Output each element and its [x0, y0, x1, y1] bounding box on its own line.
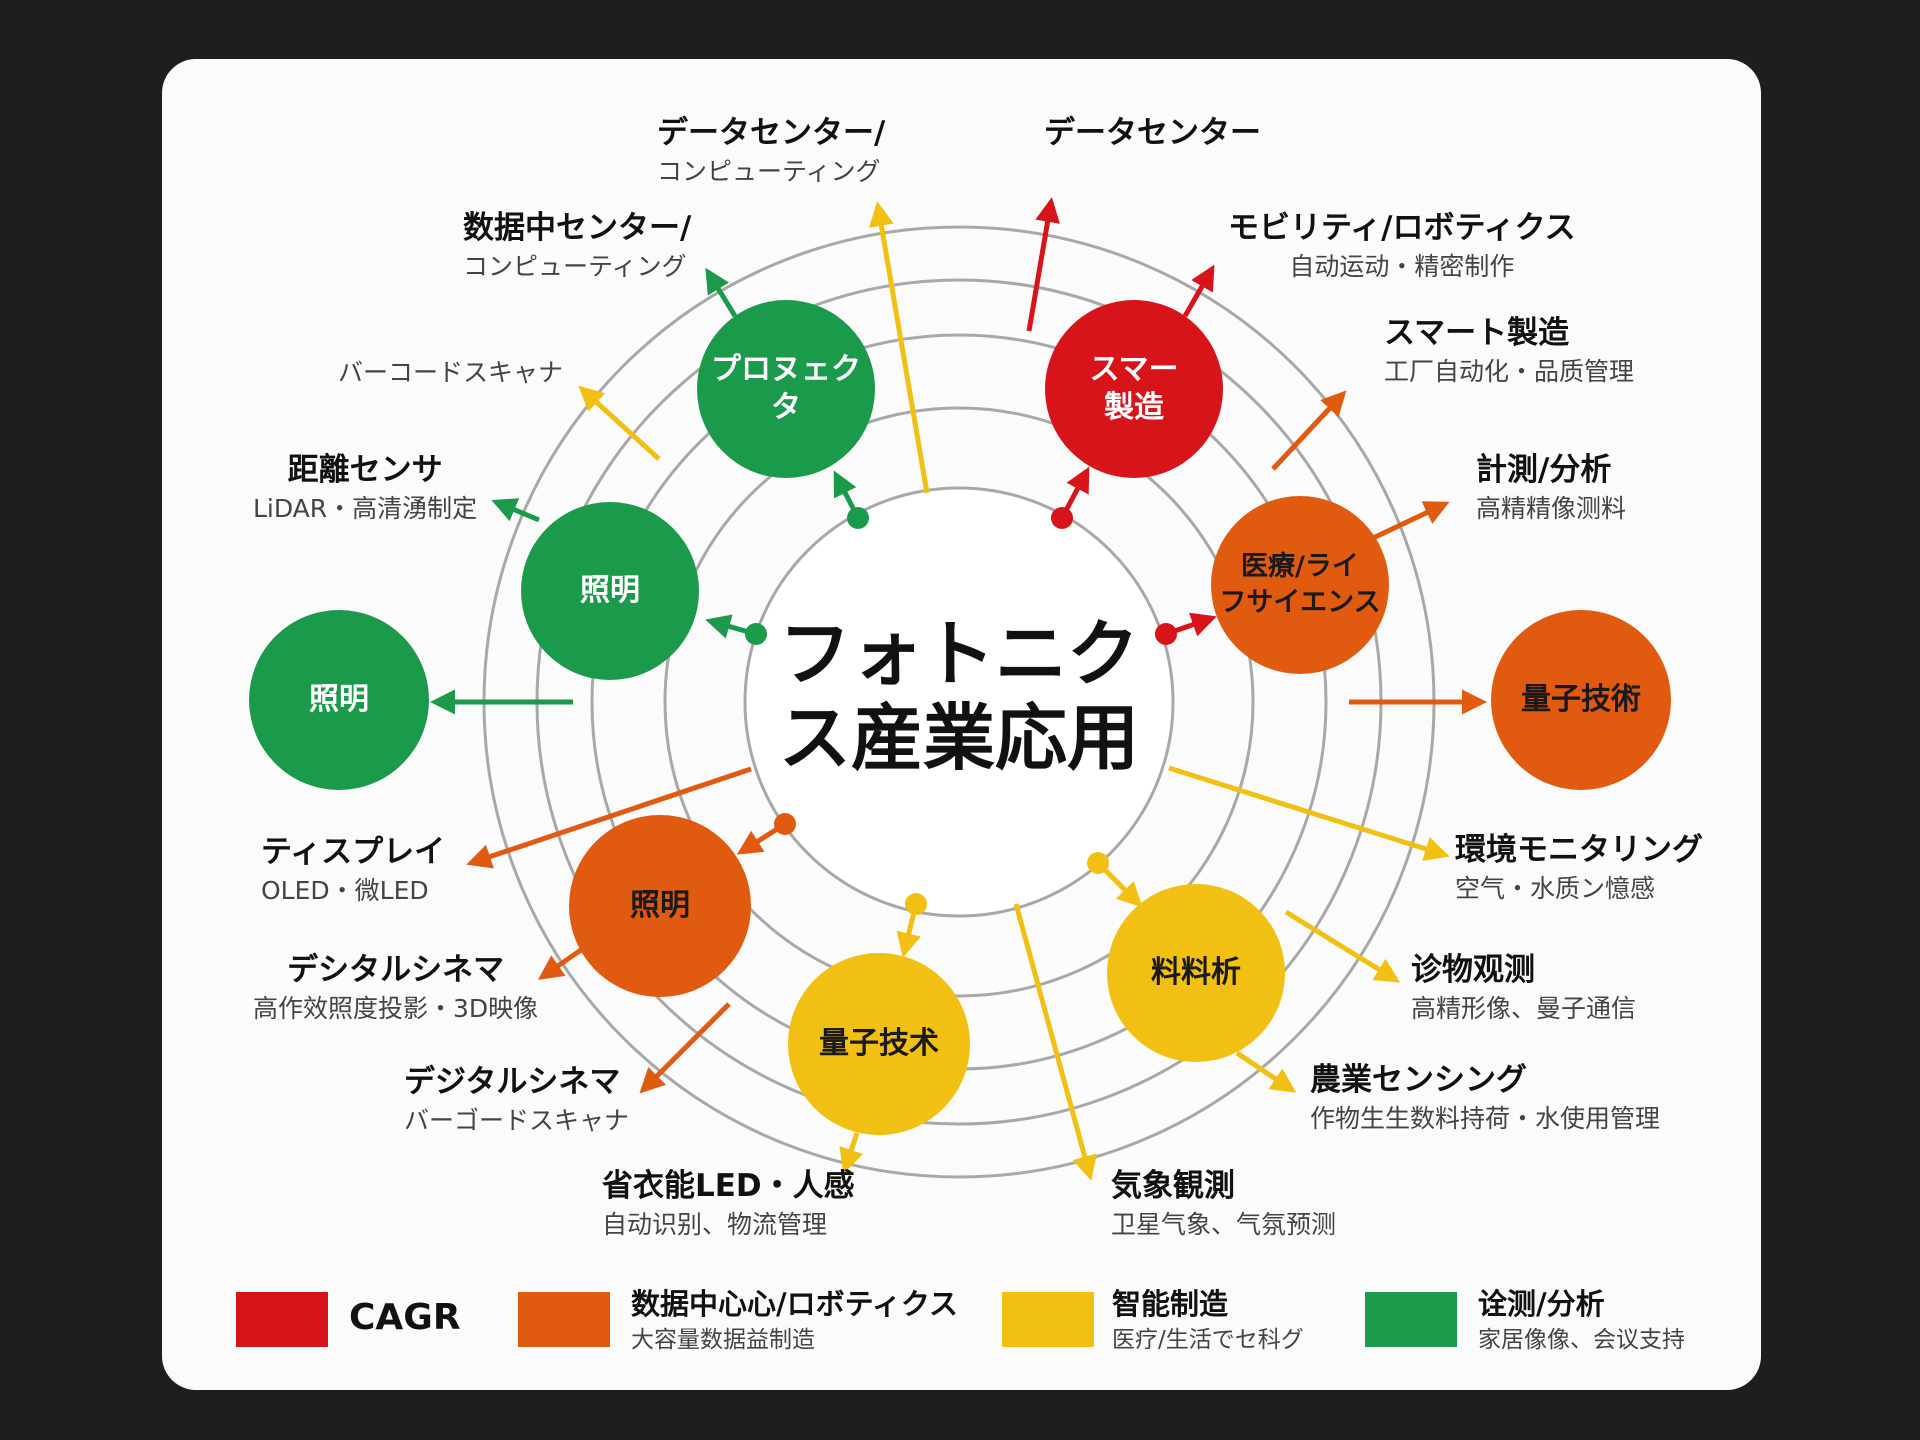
label-sub: 高精形像、曼子通信	[1411, 994, 1637, 1023]
label-title: 気象観測	[1111, 1168, 1235, 1204]
label-title: モビリティ/ロボティクス	[1228, 210, 1576, 246]
label-measurement-analysis: 計測/分析高精精像测料	[1476, 449, 1626, 527]
label-sub: 自动识别、物流管理	[602, 1210, 828, 1239]
center-title-line1: フォトニク	[778, 612, 1139, 696]
label-sub: OLED・微LED	[261, 876, 429, 905]
node-dot	[774, 813, 796, 835]
arrow-yellow	[1235, 1050, 1297, 1093]
label-sub: 高作效照度投影・3D映像	[253, 994, 539, 1023]
label-title: 距離センサ	[287, 452, 443, 488]
label-energy-led: 省衣能LED・人感自动识别、物流管理	[602, 1165, 855, 1243]
label-agri-sensing: 農業センシング作物生生数料持荷・水使用管理	[1310, 1059, 1660, 1137]
node-dot	[745, 623, 767, 645]
label-title: 農業センシング	[1310, 1062, 1527, 1098]
label-smart-manufacturing: スマート製造工厂自动化・品质管理	[1384, 312, 1634, 390]
label-title: スマート製造	[1384, 315, 1570, 351]
arrow-yellow	[869, 201, 930, 494]
legend-item-green: 诠测/分析家居像像、会议支持	[1478, 1284, 1685, 1356]
label-title: デジタルシネマ	[404, 1064, 621, 1100]
label-sub: 自动运动・精密制作	[1289, 252, 1515, 281]
bubble-node: 医療/ライ フサイエンス	[1211, 496, 1389, 674]
label-title: 環境モニタリング	[1455, 832, 1703, 868]
label-title: ティスプレイ	[261, 834, 446, 870]
bubble-node: 量子技術	[1491, 610, 1671, 790]
label-sub: 作物生生数料持荷・水使用管理	[1310, 1104, 1661, 1133]
legend-title: 数据中心心/ロボティクス	[631, 1287, 958, 1321]
legend-swatch-orange	[518, 1292, 610, 1347]
label-data-center-computing: データセンター/コンピューティング	[657, 112, 885, 190]
legend-item-yellow: 智能制造医疗/生活でセ科グ	[1112, 1284, 1304, 1356]
label-display: ティスプレイ OLED・微LED	[261, 831, 445, 909]
arrow-yellow	[1284, 909, 1401, 983]
legend-sub: 大容量数据益制造	[631, 1327, 815, 1353]
bubble-node: 照明	[569, 815, 751, 997]
label-data-center: データセンター	[1044, 112, 1261, 154]
node-dot	[905, 893, 927, 915]
bubble-node: スマー 製造	[1045, 300, 1223, 478]
legend-sub: 医疗/生活でセ科グ	[1112, 1327, 1304, 1353]
label-sub: バーゴードスキャナ	[404, 1106, 630, 1135]
label-sub: 卫星气象、气氛预测	[1111, 1210, 1337, 1239]
arrow-orange	[466, 766, 752, 869]
bubble-node: 料料析	[1107, 884, 1285, 1062]
label-title: 計測/分析	[1476, 452, 1612, 488]
label-title: 诊物观测	[1411, 952, 1535, 988]
bubble-node: 照明	[521, 502, 699, 680]
legend-title: 智能制造	[1112, 1287, 1229, 1321]
orbit-ring	[743, 486, 1175, 918]
node-dot	[1051, 507, 1073, 529]
label-data-center-cn: 数据中センター/コンピューティング	[463, 207, 691, 285]
arrow-orange	[1369, 501, 1450, 542]
label-title: データセンター	[1044, 115, 1261, 151]
label-title: 省衣能LED・人感	[602, 1168, 855, 1204]
legend-swatch-green	[1365, 1292, 1457, 1347]
label-mobility-robotics: モビリティ/ロボティクス自动运动・精密制作	[1228, 207, 1576, 285]
label-sub: LiDAR・高清湧制定	[253, 494, 478, 523]
arrow-green	[491, 498, 540, 523]
arrow-yellow	[1013, 903, 1097, 1181]
arrow-yellow	[578, 385, 661, 461]
legend-item-orange: 数据中心心/ロボティクス大容量数据益制造	[631, 1284, 958, 1356]
node-dot	[1087, 852, 1109, 874]
arrow-orange	[639, 1002, 731, 1094]
center-title-line2: ス産業応用	[778, 696, 1139, 780]
legend-title: CAGR	[349, 1297, 461, 1338]
arrow-orange	[1271, 390, 1347, 471]
label-observation: 诊物观测高精形像、曼子通信	[1411, 949, 1636, 1027]
legend-swatch-red	[236, 1292, 328, 1347]
arrow-red	[1026, 197, 1060, 332]
label-sub: 工厂自动化・品质管理	[1384, 357, 1635, 386]
arrow-yellow	[839, 1132, 864, 1174]
node-dot	[1155, 623, 1177, 645]
label-title: データセンター/	[657, 115, 886, 151]
arrow-yellow	[1168, 765, 1450, 861]
label-digital-cinema-2: デジタルシネマバーゴードスキャナ	[404, 1061, 629, 1139]
bubble-node: プロヌェクタ	[697, 300, 875, 478]
label-sub: 高精精像测料	[1476, 494, 1627, 523]
orbit-ring	[663, 406, 1255, 998]
label-barcode-scanner: バーコードスキャナ	[338, 355, 563, 391]
label-title: デシタルシネマ	[287, 952, 505, 988]
label-digital-cinema-1: デシタルシネマ高作效照度投影・3D映像	[253, 949, 538, 1027]
bubble-node: 量子技术	[788, 953, 970, 1135]
legend-swatch-yellow	[1002, 1292, 1094, 1347]
arrow-red	[1182, 264, 1215, 318]
label-distance-sensor: 距離センサ LiDAR・高清湧制定	[253, 449, 477, 527]
label-weather-observation: 気象観測卫星气象、气氛预测	[1111, 1165, 1336, 1243]
center-title: フォトニク ス産業応用	[759, 612, 1159, 780]
legend-item-cagr: CAGR	[349, 1298, 461, 1338]
label-environment-monitoring: 環境モニタリング空气・水质ン憶感	[1455, 829, 1703, 907]
label-sub: 空气・水质ン憶感	[1455, 874, 1656, 903]
label-sub: バーコードスキャナ	[338, 358, 564, 387]
label-sub: コンピューティング	[657, 157, 881, 186]
node-dot	[847, 507, 869, 529]
legend-title: 诠测/分析	[1478, 1287, 1605, 1321]
arrow-green	[705, 267, 738, 318]
legend-sub: 家居像像、会议支持	[1478, 1327, 1685, 1353]
label-sub: コンピューティング	[463, 252, 687, 281]
label-title: 数据中センター/	[463, 210, 692, 246]
bubble-node: 照明	[249, 610, 429, 790]
